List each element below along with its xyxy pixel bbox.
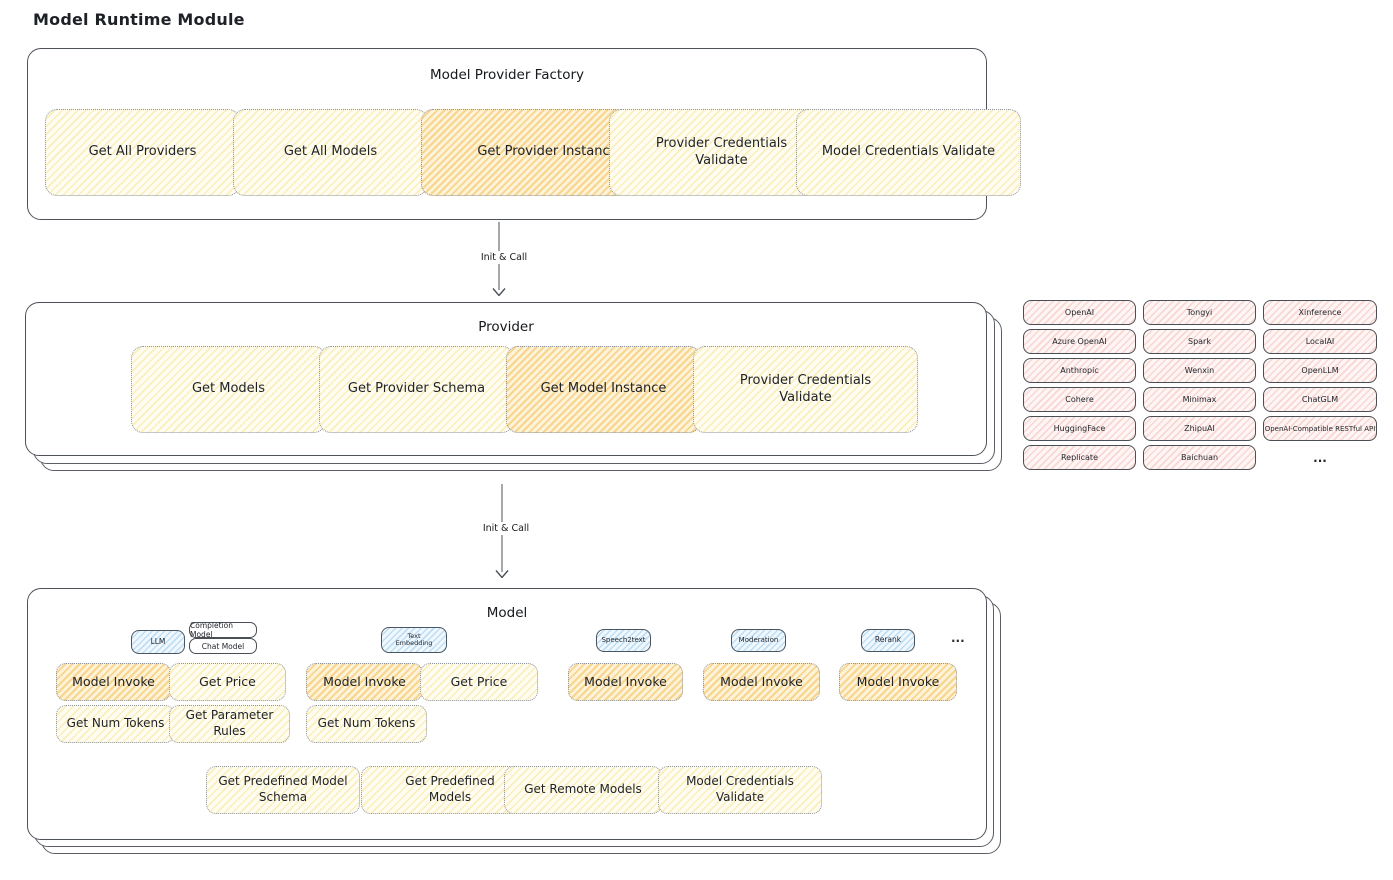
page-title: Model Runtime Module xyxy=(33,10,245,29)
method-get-num-tokens-text-embedding: Get Num Tokens xyxy=(306,705,427,743)
vendor-replicate: Replicate xyxy=(1023,445,1136,470)
provider-vendor-grid: OpenAI Tongyi Xinference Azure OpenAI Sp… xyxy=(1023,300,1377,470)
tag-llm: LLM xyxy=(131,630,185,654)
method-get-price-llm: Get Price xyxy=(169,663,286,701)
method-model-credentials-validate: Model Credentials Validate xyxy=(796,109,1021,196)
vendor-openai-compatible-restful-api: OpenAI-Compatible RESTful API xyxy=(1263,416,1377,441)
vendor-openai: OpenAI xyxy=(1023,300,1136,325)
method-label: Provider Credentials Validate xyxy=(739,372,872,405)
method-label: Get Model Instance xyxy=(540,381,667,397)
method-model-invoke-speech2text: Model Invoke xyxy=(568,663,683,701)
method-get-models: Get Models xyxy=(131,346,326,433)
method-label: Provider Credentials Validate xyxy=(655,135,788,168)
arrow-head-icon xyxy=(495,570,509,578)
model-panel: Model LLM Completion Model Chat Model Te… xyxy=(27,588,987,840)
factory-panel-title: Model Provider Factory xyxy=(429,67,584,83)
method-get-num-tokens-llm: Get Num Tokens xyxy=(56,705,175,743)
method-model-invoke-moderation: Model Invoke xyxy=(703,663,820,701)
method-label: Get Provider Instance xyxy=(477,144,618,160)
vendor-more-ellipsis: ... xyxy=(1313,450,1327,465)
provider-panel-title: Provider xyxy=(478,319,534,335)
method-get-parameter-rules: Get Parameter Rules xyxy=(169,705,290,743)
tag-text-embedding: Text Embedding xyxy=(381,627,447,653)
vendor-wenxin: Wenxin xyxy=(1143,358,1256,383)
arrow-label-init-call-2: Init & Call xyxy=(477,522,535,535)
model-panel-title: Model xyxy=(486,605,528,621)
model-types-more-ellipsis: ... xyxy=(951,631,965,645)
method-model-invoke-text-embedding: Model Invoke xyxy=(306,663,423,701)
method-get-provider-schema: Get Provider Schema xyxy=(319,346,514,433)
method-get-all-models: Get All Models xyxy=(233,109,428,196)
vendor-xinference: Xinference xyxy=(1263,300,1377,325)
vendor-cohere: Cohere xyxy=(1023,387,1136,412)
provider-panel: Provider Get Models Get Provider Schema … xyxy=(25,302,987,456)
method-model-invoke-llm: Model Invoke xyxy=(56,663,171,701)
method-label: Get All Providers xyxy=(88,144,197,160)
method-get-remote-models: Get Remote Models xyxy=(504,766,662,814)
tag-completion-model: Completion Model xyxy=(189,621,257,639)
method-label: Model Credentials Validate xyxy=(821,144,996,160)
arrow-head-icon xyxy=(492,288,506,296)
vendor-baichuan: Baichuan xyxy=(1143,445,1256,470)
vendor-chatglm: ChatGLM xyxy=(1263,387,1377,412)
vendor-anthropic: Anthropic xyxy=(1023,358,1136,383)
tag-moderation: Moderation xyxy=(731,629,786,652)
method-get-price-text-embedding: Get Price xyxy=(420,663,538,701)
vendor-huggingface: HuggingFace xyxy=(1023,416,1136,441)
method-model-credentials-validate-2: Model Credentials Validate xyxy=(658,766,822,814)
factory-panel: Model Provider Factory Get All Providers… xyxy=(27,48,1021,220)
method-model-invoke-rerank: Model Invoke xyxy=(839,663,957,701)
vendor-tongyi: Tongyi xyxy=(1143,300,1256,325)
method-get-predefined-model-schema: Get Predefined Model Schema xyxy=(206,766,360,814)
tag-speech2text: Speech2text xyxy=(596,629,651,652)
method-get-all-providers: Get All Providers xyxy=(45,109,240,196)
vendor-minimax: Minimax xyxy=(1143,387,1256,412)
method-label: Get Provider Schema xyxy=(347,381,486,397)
method-get-model-instance: Get Model Instance xyxy=(506,346,701,433)
tag-chat-model: Chat Model xyxy=(189,638,257,654)
method-label: Get Models xyxy=(191,381,266,397)
vendor-spark: Spark xyxy=(1143,329,1256,354)
method-provider-credentials-validate-2: Provider Credentials Validate xyxy=(693,346,918,433)
vendor-openllm: OpenLLM xyxy=(1263,358,1377,383)
vendor-azure-openai: Azure OpenAI xyxy=(1023,329,1136,354)
vendor-localai: LocalAI xyxy=(1263,329,1377,354)
arrow-label-init-call-1: Init & Call xyxy=(475,251,533,264)
method-label: Get All Models xyxy=(283,144,378,160)
tag-rerank: Rerank xyxy=(861,629,915,652)
vendor-zhipuai: ZhipuAI xyxy=(1143,416,1256,441)
